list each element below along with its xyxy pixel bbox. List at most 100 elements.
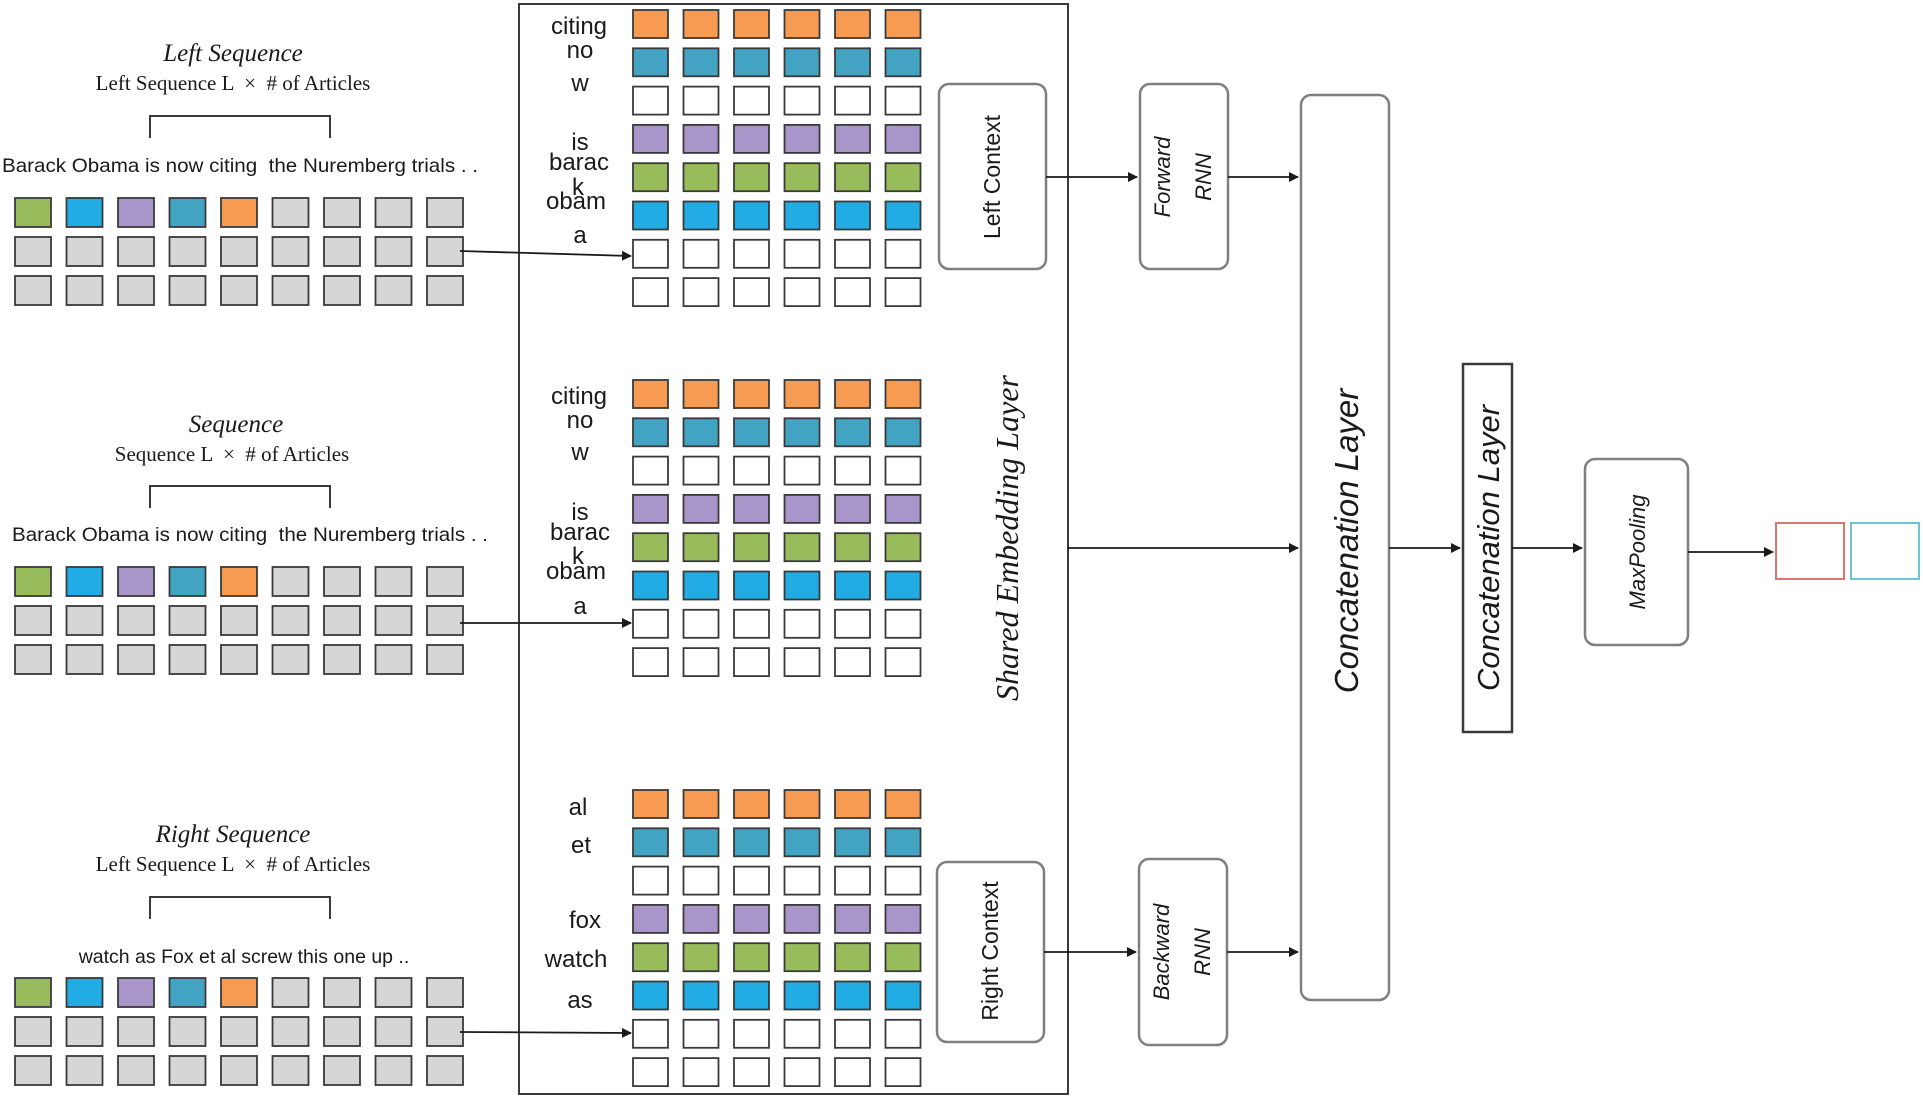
input-sentence: watch as Fox et al screw this one up ..: [78, 946, 410, 968]
embedding-cell: [783, 493, 821, 524]
embedding-cell: [834, 493, 871, 524]
embedding-cell: [632, 455, 669, 486]
embedding-cell: [632, 417, 669, 448]
embedding-cell: [632, 570, 669, 601]
input-cell: [117, 644, 155, 675]
embedding-cell: [632, 47, 669, 78]
arrow-left-input-to-embedding: [459, 250, 632, 261]
embedding-cell: [733, 493, 770, 524]
embedding-cell: [632, 277, 669, 308]
embedding-cell: [884, 493, 922, 524]
embedding-cell: [632, 789, 669, 819]
embedding-cell: [733, 570, 770, 601]
input-cell: [168, 1055, 207, 1086]
input-cell: [168, 605, 207, 636]
input-cell: [168, 566, 207, 597]
embedding-cell: [783, 1018, 821, 1049]
embedding-cell: [884, 865, 922, 896]
forward-rnn-label-line1: Forward: [1150, 136, 1175, 217]
embedding-cell: [682, 493, 720, 524]
input-cell: [271, 605, 310, 636]
embedding-cell: [884, 608, 922, 639]
embedding-cell: [884, 124, 922, 154]
embedding-cell: [834, 417, 871, 448]
embedding-cell: [783, 1057, 821, 1087]
input-grids: [14, 197, 464, 1086]
input-cell: [220, 566, 258, 597]
embedding-cell: [733, 608, 770, 639]
input-cell: [14, 236, 52, 267]
embedding-cell: [884, 647, 922, 677]
embedding-word: k: [572, 174, 585, 201]
embedding-word: w: [570, 439, 589, 466]
embedding-cell: [682, 200, 720, 231]
input-cell: [323, 1016, 361, 1047]
embedding-cell: [884, 238, 922, 269]
embedding-cell: [783, 980, 821, 1011]
input-cell: [14, 197, 52, 228]
input-cell: [426, 1016, 464, 1047]
embedding-cell: [632, 827, 669, 858]
embedding-word: k: [572, 543, 585, 570]
embedding-word: a: [573, 222, 587, 249]
input-cell: [323, 977, 361, 1008]
input-cell: [271, 566, 310, 597]
embedding-cell: [733, 1018, 770, 1049]
input-cell: [65, 1016, 104, 1047]
embedding-cell: [783, 570, 821, 601]
input-cell: [374, 977, 413, 1008]
embedding-cell: [632, 1057, 669, 1087]
embedding-cell: [632, 200, 669, 231]
embedding-cell: [783, 379, 821, 409]
embedding-cell: [733, 865, 770, 896]
embedding-cell: [733, 1057, 770, 1087]
embedding-cell: [884, 417, 922, 448]
input-dims: Left Sequence L × # of Articles: [96, 852, 371, 876]
embedding-cell: [682, 789, 720, 819]
embedding-cell: [632, 647, 669, 677]
input-cell: [14, 605, 52, 636]
input-cell: [426, 1055, 464, 1086]
concatenation-layer-1-label: Concatenation Layer: [1328, 387, 1365, 694]
input-cell: [374, 605, 413, 636]
embedding-cell: [783, 124, 821, 154]
embedding-cell: [733, 942, 770, 973]
input-cell: [65, 605, 104, 636]
embedding-cell: [783, 200, 821, 231]
input-grid: [14, 566, 464, 675]
embedding-cell: [682, 647, 720, 677]
embedding-cell: [834, 238, 871, 269]
left-context-label: Left Context: [979, 114, 1005, 239]
right-context-label: Right Context: [977, 881, 1003, 1021]
embedding-cell: [834, 980, 871, 1011]
embedding-cell: [733, 647, 770, 677]
embedding-cell: [682, 277, 720, 308]
embedding-cell: [632, 85, 669, 116]
embedding-cell: [783, 532, 821, 563]
input-cell: [426, 644, 464, 675]
embedding-word: a: [573, 593, 587, 620]
input-cell: [426, 566, 464, 597]
embedding-cell: [632, 1018, 669, 1049]
embedding-cell: [783, 647, 821, 677]
input-cell: [168, 236, 207, 267]
input-cell: [271, 644, 310, 675]
embedding-word: et: [571, 832, 591, 859]
embedding-cell: [783, 277, 821, 308]
embedding-cell: [733, 124, 770, 154]
input-cell: [374, 1016, 413, 1047]
input-cell: [220, 605, 258, 636]
embedding-grid: [632, 9, 922, 308]
embedding-cell: [783, 827, 821, 858]
embedding-cell: [632, 124, 669, 154]
embedding-cell: [834, 277, 871, 308]
embedding-cell: [682, 827, 720, 858]
embedding-cell: [632, 379, 669, 409]
embedding-cell: [783, 417, 821, 448]
embedding-word: citing: [551, 383, 607, 410]
embedding-cell: [632, 238, 669, 269]
input-cell: [220, 1016, 258, 1047]
embedding-cell: [733, 162, 770, 193]
input-cell: [220, 1055, 258, 1086]
embedding-cell: [834, 789, 871, 819]
